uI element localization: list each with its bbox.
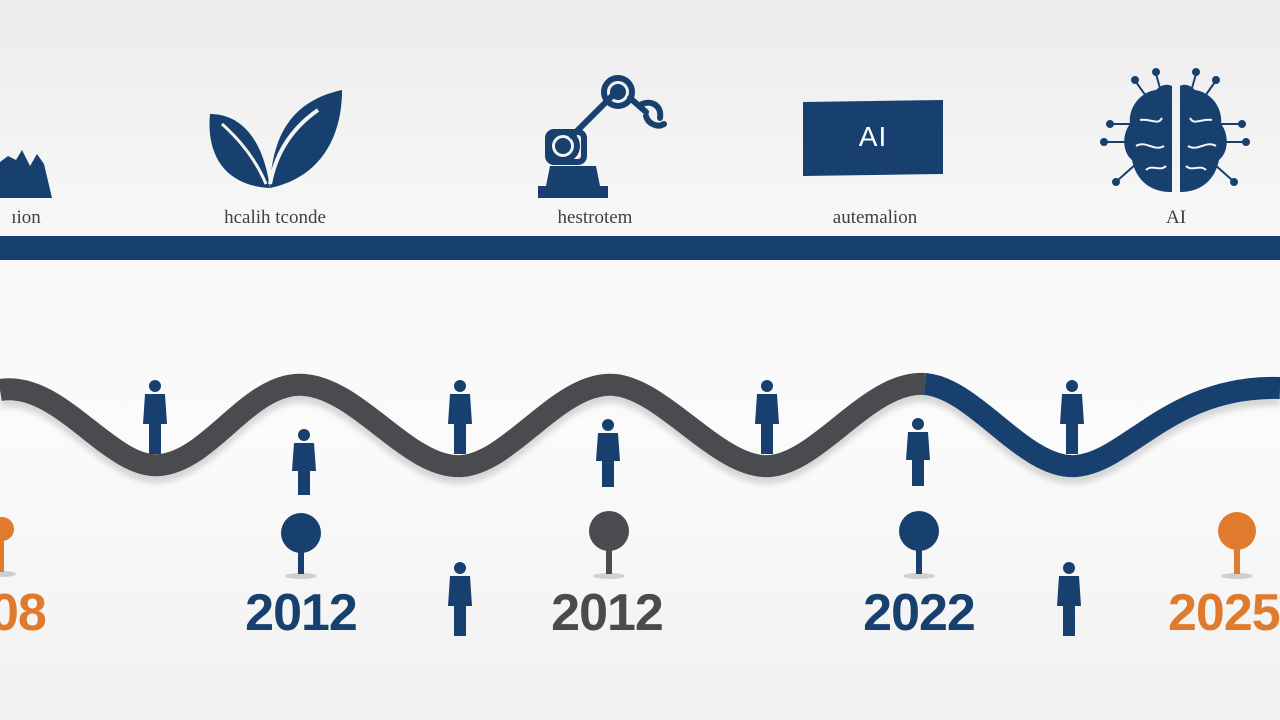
location-pin-icon — [1218, 512, 1256, 579]
category-label: AI — [1165, 207, 1187, 228]
person-figure — [1060, 380, 1084, 454]
year-label: 2025 — [1168, 584, 1280, 642]
location-pin-icon — [899, 511, 939, 579]
person-figure — [906, 418, 930, 486]
location-pin-icon — [589, 511, 629, 579]
category-label: ıion — [11, 207, 41, 228]
category-label: hestrotem — [557, 207, 633, 228]
year-label: 2012 — [551, 584, 664, 642]
person-figure — [143, 380, 167, 454]
category-label: autemalion — [832, 207, 918, 228]
person-figure — [596, 419, 620, 487]
year-label: 2012 — [245, 584, 358, 642]
category-label: hcalih tconde — [224, 207, 326, 228]
timeline-divider — [0, 236, 1280, 260]
person-figure — [292, 429, 316, 495]
year-label: 2022 — [863, 584, 976, 642]
person-figure — [448, 380, 472, 454]
ai-box-icon — [803, 100, 943, 176]
leaf-icon — [209, 90, 342, 188]
location-pin-icon — [0, 517, 16, 577]
person-figure — [448, 562, 472, 636]
brain-circuit-icon — [1100, 68, 1250, 192]
ai-box-text: AI — [858, 121, 888, 152]
robot-arm-icon — [538, 75, 667, 198]
year-label: 08 — [0, 584, 47, 642]
location-pin-icon — [281, 513, 321, 579]
person-figure — [1057, 562, 1081, 636]
wavy-path-navy — [923, 373, 1280, 478]
mountain-chart-icon — [0, 150, 52, 198]
person-figure — [755, 380, 779, 454]
wavy-path-gray — [0, 372, 926, 478]
